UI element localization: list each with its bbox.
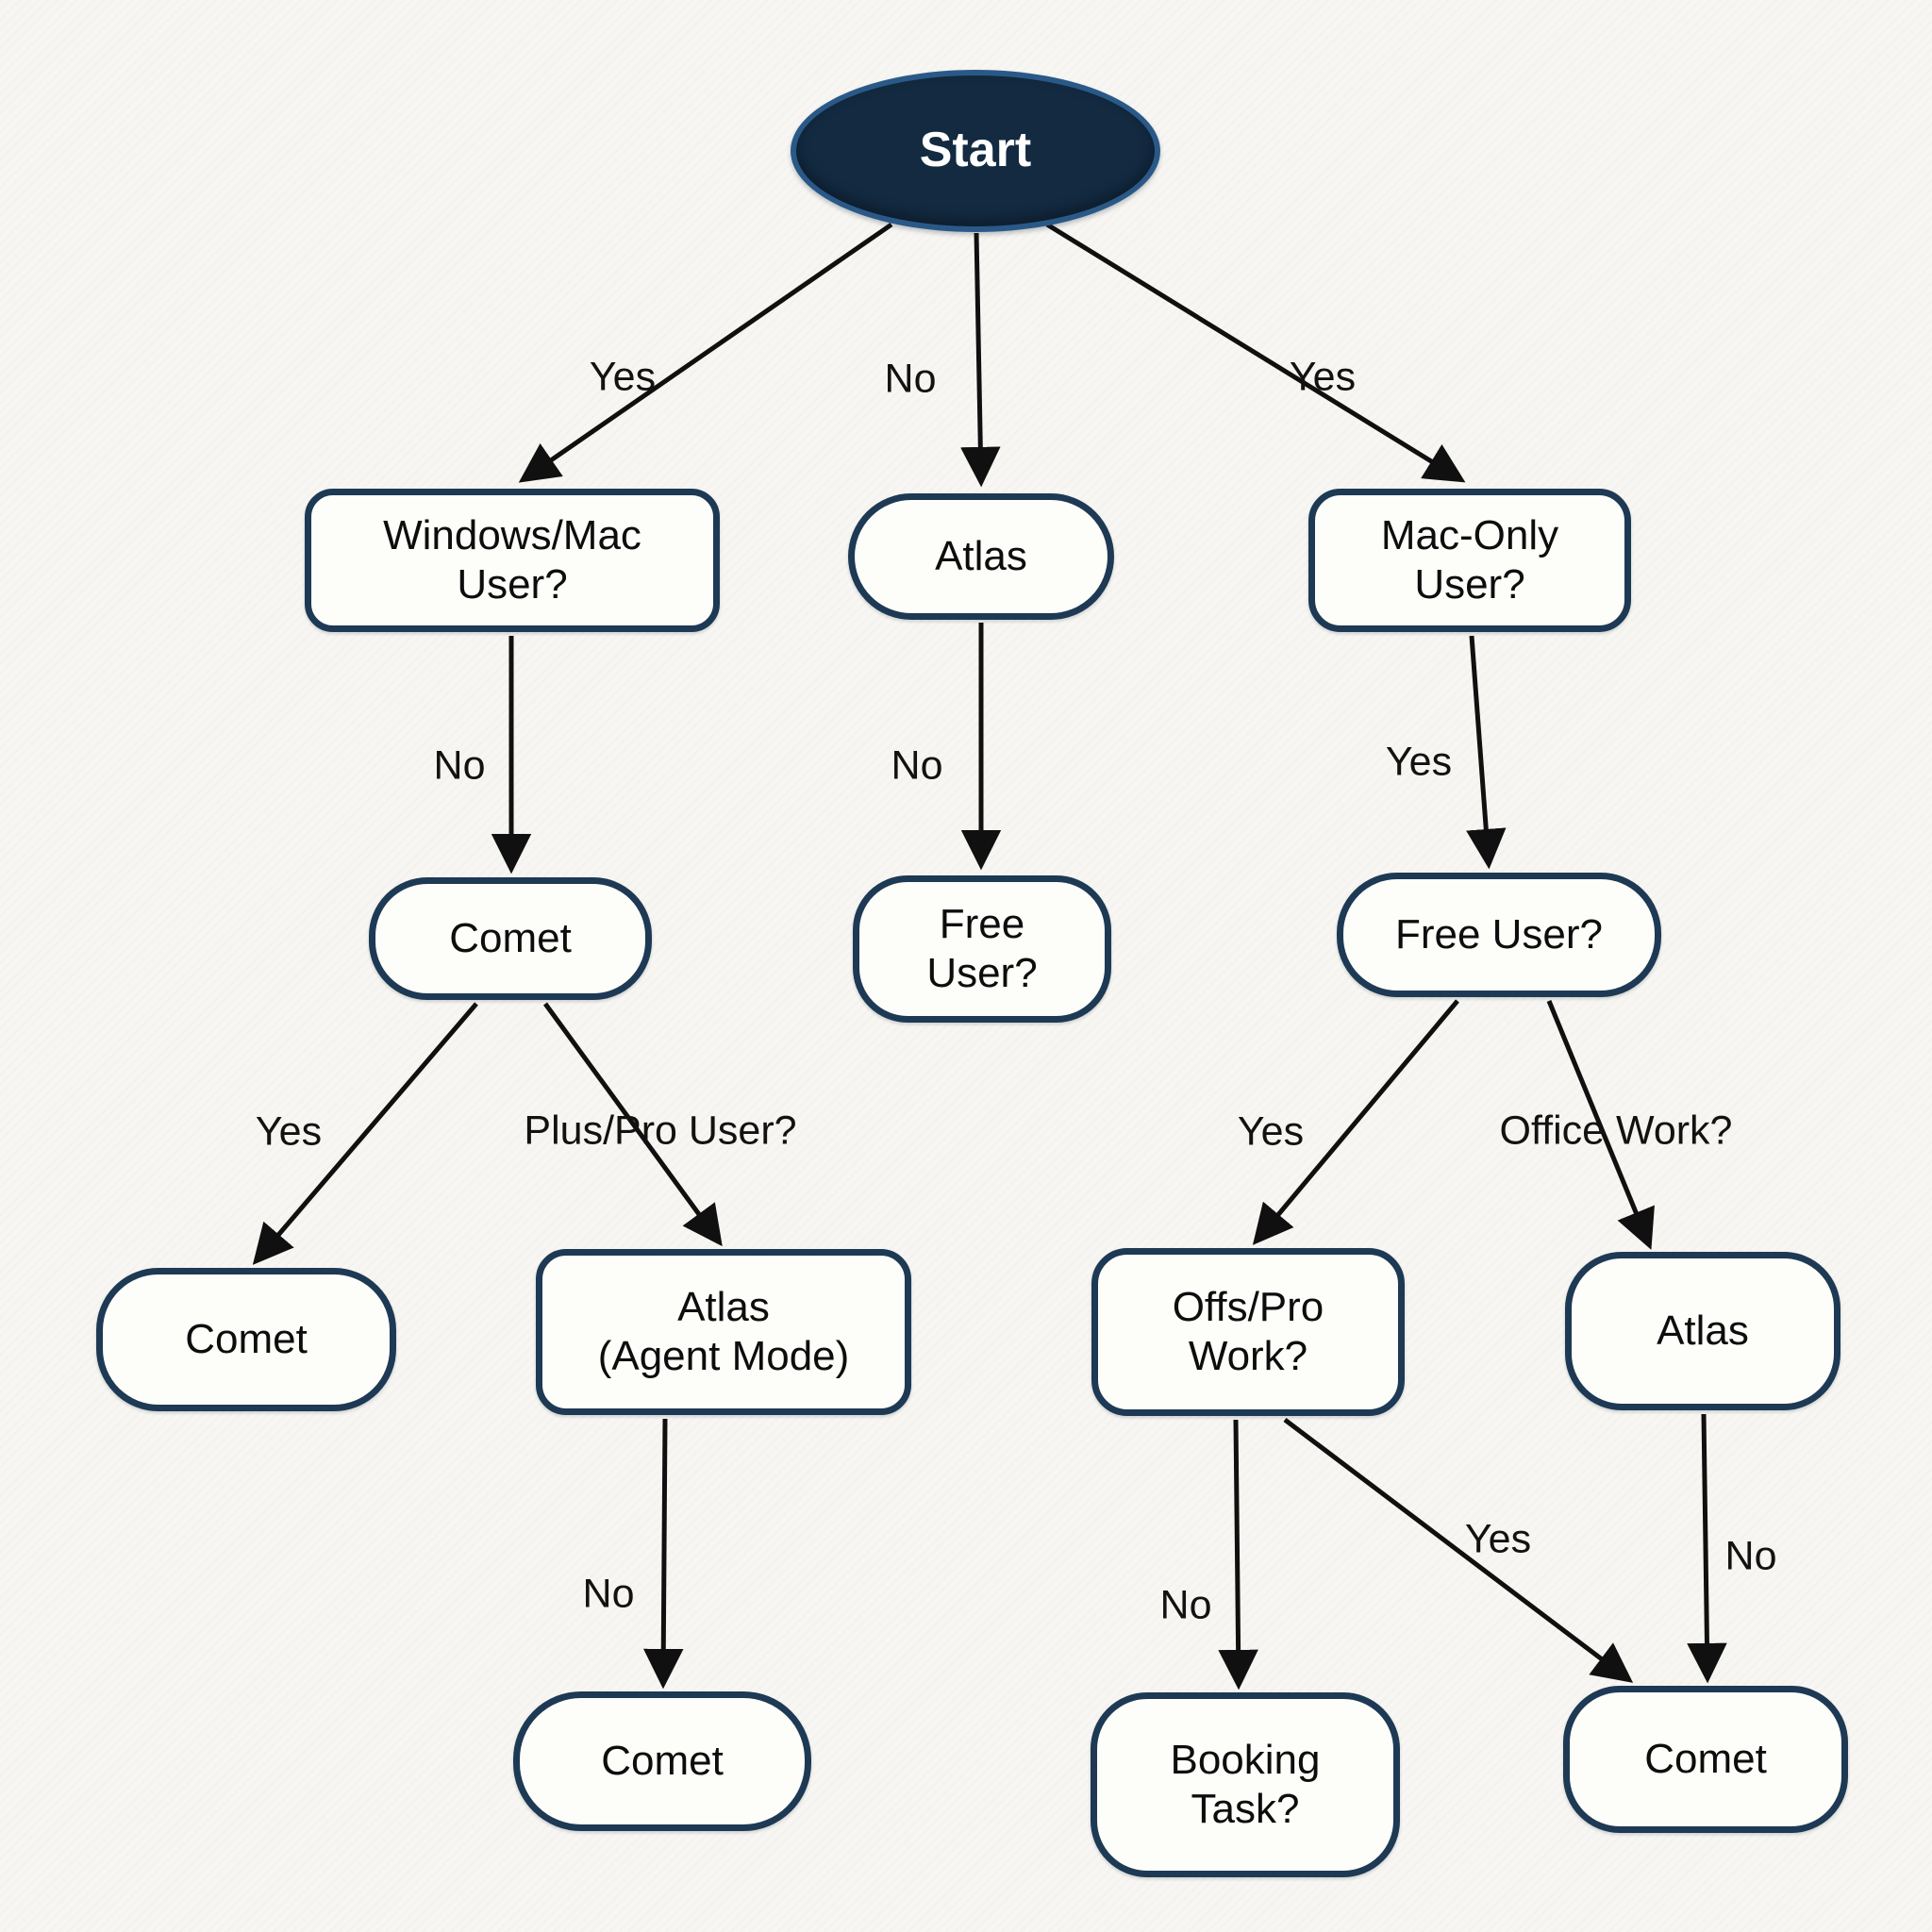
- edge-label-no: No: [884, 356, 937, 402]
- edge-mac-only-user-free-user-right: [1466, 635, 1507, 870]
- edge-label-yes: Yes: [1237, 1108, 1305, 1155]
- node-booking-task: Booking Task?: [1091, 1692, 1400, 1877]
- node-atlas-agent-mode: Atlas (Agent Mode): [536, 1249, 911, 1415]
- edge-label-no: No: [891, 742, 943, 789]
- edge-start-mac-only-user: [1045, 222, 1466, 483]
- node-comet-bottom-right: Comet: [1563, 1686, 1848, 1833]
- node-mac-only-user: Mac-Only User?: [1308, 489, 1631, 632]
- edge-free-user-right-offs-pro-work: [1252, 999, 1459, 1245]
- edge-label-no: No: [433, 742, 486, 789]
- node-comet-row4-left: Comet: [96, 1268, 396, 1411]
- edge-label-no: No: [1159, 1582, 1212, 1628]
- edge-label-yes: Yes: [1385, 739, 1453, 785]
- node-offs-pro-work: Offs/Pro Work?: [1091, 1248, 1405, 1416]
- edge-atlas-row4-comet-bottom-right: [1687, 1413, 1727, 1684]
- edge-free-user-right-atlas-row4: [1546, 1000, 1655, 1250]
- node-free-user-right: Free User?: [1337, 873, 1661, 997]
- node-atlas-top: Atlas: [848, 493, 1114, 620]
- node-comet-mid-left: Comet: [369, 877, 652, 1000]
- edge-offs-pro-work-comet-bottom-right: [1283, 1418, 1634, 1683]
- edge-offs-pro-work-booking-task: [1218, 1419, 1258, 1690]
- node-start: Start: [791, 70, 1160, 232]
- edge-start-windows-mac-user: [518, 222, 893, 483]
- edge-label-office-work: Office Work?: [1499, 1108, 1733, 1154]
- edge-comet-comet-row4-left: [252, 1002, 478, 1265]
- edge-start-atlas-top: [960, 232, 1001, 488]
- edge-label-yes: Yes: [255, 1108, 323, 1155]
- node-free-user-center: Free User?: [853, 875, 1111, 1023]
- edge-label-no: No: [582, 1571, 635, 1617]
- edge-label-plus-pro-user: Plus/Pro User?: [524, 1108, 797, 1154]
- edge-label-no: No: [1724, 1533, 1777, 1579]
- edge-label-yes: Yes: [1464, 1516, 1532, 1562]
- edge-comet-atlas-agent-mode: [542, 1002, 723, 1247]
- edge-atlas-agent-mode-comet-bottom-left: [643, 1418, 684, 1690]
- node-comet-bottom-left: Comet: [513, 1691, 811, 1831]
- node-atlas-row4-right: Atlas: [1565, 1252, 1840, 1410]
- edge-label-yes: Yes: [589, 354, 657, 400]
- edge-label-yes: Yes: [1289, 354, 1357, 400]
- node-windows-mac-user: Windows/Mac User?: [305, 489, 720, 632]
